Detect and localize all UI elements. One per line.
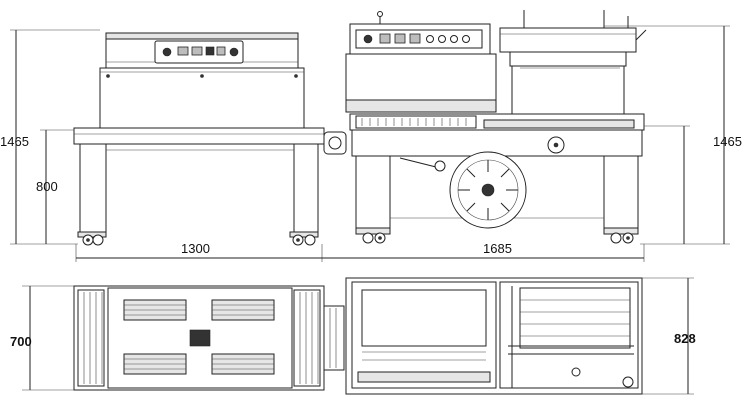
seal-frame bbox=[499, 10, 647, 120]
sealer-button-icon bbox=[438, 35, 446, 43]
caster-wheel-icon bbox=[603, 227, 639, 244]
sealer-right-leg bbox=[603, 155, 639, 229]
sealer-top-knob-icon bbox=[622, 376, 634, 388]
tunnel-exit-rollers bbox=[293, 289, 321, 387]
shrink-tunnel-front-view bbox=[73, 32, 347, 246]
sealer-display-icon bbox=[379, 33, 391, 44]
tunnel-conveyor bbox=[73, 127, 325, 145]
tunnel-dial-icon bbox=[229, 47, 239, 57]
sealer-top-seal-frame bbox=[519, 287, 631, 349]
sealer-button-icon bbox=[450, 35, 458, 43]
sealer-button-icon bbox=[462, 35, 470, 43]
tunnel-display-icon bbox=[177, 46, 189, 56]
dim-sealer-width: 828 bbox=[674, 331, 696, 346]
sealer-top-knob-icon bbox=[571, 367, 581, 377]
tunnel-dial-icon bbox=[162, 47, 172, 57]
sealer-button-icon bbox=[426, 35, 434, 43]
film-reel-icon bbox=[449, 151, 527, 229]
dim-tunnel-width: 700 bbox=[10, 334, 32, 349]
tunnel-switch-icon bbox=[216, 46, 226, 56]
dim-front-height-left: 1465 bbox=[0, 134, 29, 149]
caster-wheel-icon bbox=[355, 227, 391, 244]
sealer-dial-icon bbox=[363, 34, 373, 44]
top-transfer-rollers bbox=[323, 305, 345, 371]
seal-bar bbox=[509, 51, 627, 67]
dim-front-height-right: 1465 bbox=[713, 134, 742, 149]
shrink-tunnel-top-view bbox=[73, 285, 345, 391]
caster-wheel-icon bbox=[77, 231, 107, 246]
seal-frame-top bbox=[499, 27, 637, 53]
dim-sealer-length: 1685 bbox=[483, 241, 512, 256]
sealer-top-window bbox=[361, 289, 487, 347]
dim-tunnel-length: 1300 bbox=[181, 241, 210, 256]
tunnel-vent-slots bbox=[123, 299, 275, 375]
dim-tunnel-table-height: 800 bbox=[36, 179, 58, 194]
sealer-left-leg bbox=[355, 155, 391, 229]
tunnel-left-leg bbox=[79, 143, 107, 233]
sealer-display-icon bbox=[409, 33, 421, 44]
sealer-lower-band bbox=[351, 129, 643, 157]
caster-wheel-icon bbox=[289, 231, 319, 246]
tunnel-display-icon bbox=[191, 46, 203, 56]
l-sealer-top-view bbox=[345, 277, 643, 395]
tunnel-entry-rollers bbox=[77, 289, 105, 387]
l-sealer-front-view bbox=[345, 10, 647, 244]
heater-vent-grille bbox=[355, 115, 477, 129]
sealer-display-icon bbox=[394, 33, 406, 44]
front-view-dimension-lines bbox=[10, 25, 730, 262]
tunnel-switch-icon bbox=[205, 46, 215, 56]
tunnel-hood-top-vent bbox=[105, 32, 299, 40]
top-view-dimension-lines bbox=[22, 277, 694, 395]
tunnel-right-leg bbox=[293, 143, 319, 233]
tunnel-fan-icon bbox=[189, 329, 211, 347]
